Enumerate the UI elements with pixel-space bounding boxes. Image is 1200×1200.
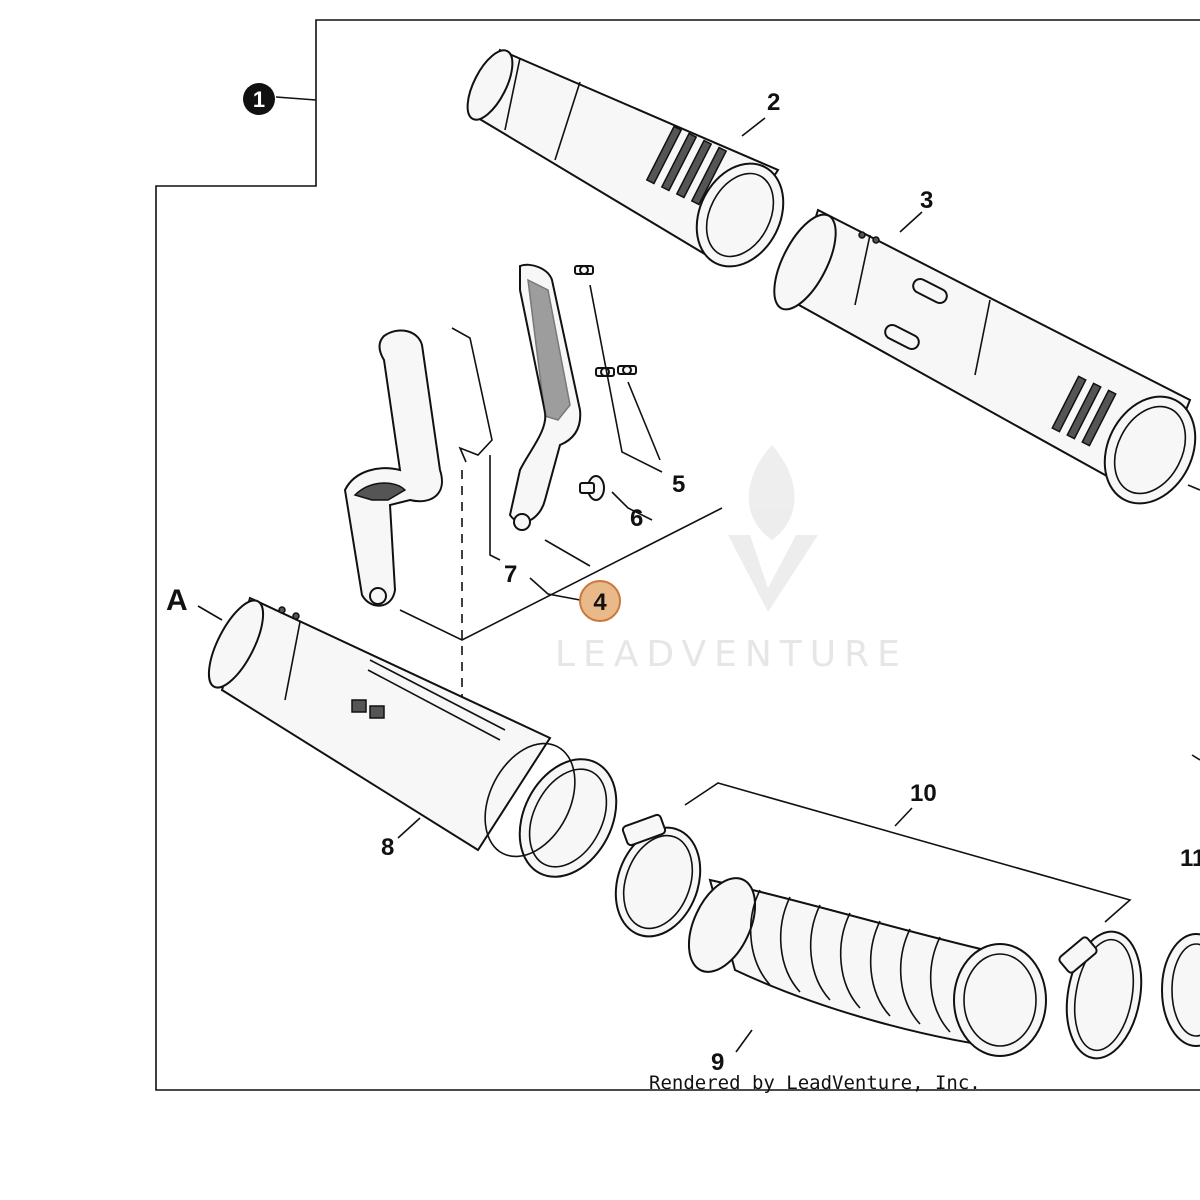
callout-4-highlight[interactable]: [579, 580, 621, 622]
part-6-knob[interactable]: [579, 475, 605, 501]
watermark-text: LEADVENTURE: [555, 634, 908, 675]
bracket-6: [611, 491, 653, 521]
screw-icon: [595, 367, 615, 377]
part-7-handle-half[interactable]: [343, 329, 443, 607]
bracket-main: [399, 507, 723, 641]
leader-9: [735, 1029, 753, 1053]
v-logo-icon: [728, 535, 818, 612]
part-11-connector[interactable]: [1161, 933, 1200, 1047]
rendered-by-credit: Rendered by LeadVenture, Inc.: [649, 1072, 981, 1094]
callout-9[interactable]: 9: [711, 1049, 724, 1076]
leader-2: [741, 117, 766, 137]
screw-icon: [617, 365, 637, 375]
part-5-screws[interactable]: [574, 265, 637, 377]
part-10-clamp-right[interactable]: [1057, 926, 1150, 1065]
callout-5[interactable]: 5: [672, 471, 685, 498]
bracket-10: [684, 782, 1132, 923]
callout-2[interactable]: 2: [767, 89, 780, 116]
part-3-grip-ribs: [1051, 375, 1117, 447]
callout-1-badge[interactable]: [243, 83, 275, 115]
part-8-tube[interactable]: [198, 593, 635, 893]
leader-1: [275, 96, 317, 101]
part-2-grip-ribs: [645, 125, 728, 206]
leader-3: [899, 211, 923, 233]
leadventure-watermark: LEADVENTURE: [555, 445, 908, 675]
bracket-5: [589, 284, 663, 473]
part-4-handle-half[interactable]: [508, 263, 582, 531]
part-2-tube[interactable]: [458, 44, 800, 281]
screw-icon: [574, 265, 594, 275]
part-6-spring[interactable]: [451, 327, 493, 463]
bracket-5b: [627, 381, 661, 461]
callout-7[interactable]: 7: [504, 561, 517, 588]
callout-8[interactable]: 8: [381, 834, 394, 861]
bracket-4b: [529, 577, 581, 601]
part-3-tube[interactable]: [762, 206, 1200, 519]
leader-11: [1191, 754, 1200, 761]
leader-right-edge: [1187, 484, 1200, 491]
callout-10[interactable]: 10: [910, 780, 937, 807]
part-10-clamp-left[interactable]: [601, 813, 714, 949]
leader-8: [397, 817, 421, 839]
flame-logo-icon: [748, 445, 795, 540]
callout-6[interactable]: 6: [630, 505, 643, 532]
leader-10: [894, 807, 913, 827]
callout-3[interactable]: 3: [920, 187, 933, 214]
callout-a[interactable]: A: [166, 584, 188, 617]
callout-4[interactable]: 4: [593, 589, 607, 616]
bracket-4: [544, 539, 591, 567]
callout-1[interactable]: 1: [253, 87, 265, 112]
callout-11[interactable]: 11: [1180, 845, 1200, 872]
assembly-frame: [155, 19, 1200, 1091]
part-9-flex-hose[interactable]: [675, 868, 1047, 1057]
leader-a: [197, 605, 223, 621]
bracket-7: [489, 455, 501, 561]
hose-corrugations: [749, 889, 951, 1033]
